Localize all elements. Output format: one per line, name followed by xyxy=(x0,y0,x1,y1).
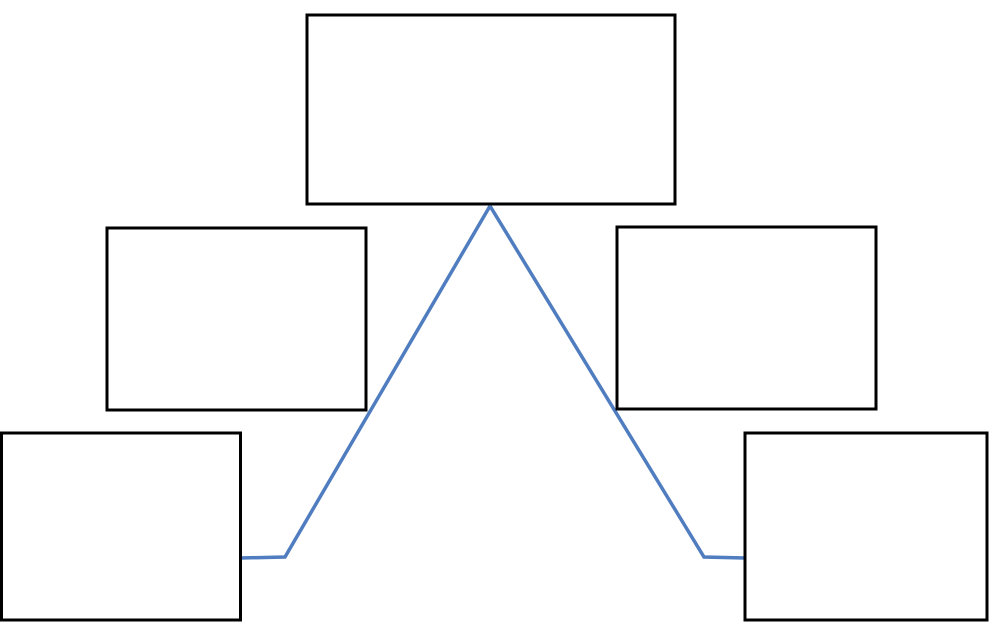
connector-right xyxy=(488,205,746,560)
middle-left-box xyxy=(105,226,368,412)
connector-left xyxy=(239,205,492,560)
top-box xyxy=(305,13,677,206)
bottom-left-box xyxy=(0,431,242,622)
middle-right-box xyxy=(615,225,878,411)
bottom-right-box xyxy=(743,431,989,622)
